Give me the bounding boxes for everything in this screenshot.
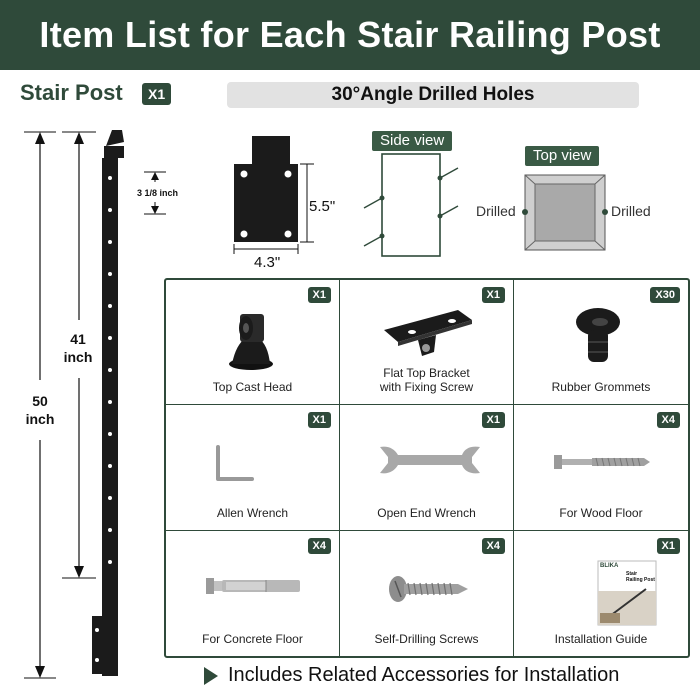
- top-view-diagram: [522, 174, 608, 251]
- side-view-tag: Side view: [372, 131, 453, 151]
- item-qty-badge: X1: [481, 412, 505, 429]
- top-view-tag: Top view: [525, 146, 600, 166]
- item-open-end-wrench: X1 Open End Wrench: [340, 405, 514, 531]
- guide-booklet-icon: [597, 560, 657, 626]
- item-qty-badge: X1: [481, 287, 505, 303]
- item-label: Rubber Grommets: [551, 380, 651, 395]
- item-qty-badge: X4: [656, 412, 680, 429]
- side-view-diagram: [363, 153, 459, 257]
- item-wood-floor-screws: X4 For Wood Floor: [514, 405, 688, 531]
- play-arrow-icon: [204, 666, 218, 685]
- item-qty-badge: X4: [307, 537, 331, 554]
- page-title: Item List for Each Stair Railing Post: [39, 14, 661, 55]
- stair-post-qty-badge: X1: [142, 83, 172, 105]
- footer-note: Includes Related Accessories for Install…: [204, 664, 619, 687]
- cast-head-icon: [229, 314, 273, 370]
- top-view-drilled-right: Drilled: [611, 203, 651, 219]
- item-qty-badge: X4: [481, 537, 505, 554]
- item-top-cast-head: X1 Top Cast Head: [166, 280, 340, 406]
- item-label: Allen Wrench: [216, 505, 289, 520]
- item-installation-guide: X1 BLIKA Stair Railing Post Installation…: [514, 531, 688, 656]
- guide-brand: BLIKA: [600, 562, 619, 569]
- item-qty-badge: X1: [656, 537, 680, 554]
- hole-span-dimension: 41 inch: [54, 330, 102, 366]
- item-flat-top-bracket: X1 Flat Top Bracket with Fixing Screw: [340, 280, 514, 406]
- item-label: Top Cast Head: [212, 380, 293, 395]
- plate-height-dimension: 5.5": [309, 198, 336, 215]
- plate-width-dimension: 4.3": [252, 254, 283, 271]
- stair-post-diagram: [24, 130, 166, 679]
- item-self-drilling-screws: X4 Self-Drilling Screws: [340, 530, 514, 656]
- anchor-bolt-icon: [206, 577, 300, 594]
- item-label: Self-Drilling Screws: [374, 632, 479, 646]
- item-label: Installation Guide: [554, 632, 648, 646]
- bracket-icon: [384, 310, 472, 356]
- hole-spacing-dimension: 3 1/8 inch: [137, 188, 179, 198]
- self-drilling-screw-icon: [389, 575, 468, 602]
- item-label: Open End Wrench: [377, 505, 476, 520]
- footer-text: Includes Related Accessories for Install…: [228, 664, 620, 686]
- grommet-icon: [576, 308, 620, 362]
- drilled-holes-heading: 30°Angle Drilled Holes: [227, 82, 639, 108]
- base-plate-diagram: [233, 136, 314, 254]
- title-banner: Item List for Each Stair Railing Post: [0, 0, 700, 70]
- item-qty-badge: X30: [650, 287, 680, 303]
- open-wrench-icon: [380, 446, 480, 474]
- item-rubber-grommets: X30 Rubber Grommets: [514, 280, 688, 406]
- item-concrete-floor-anchors: X4 For Concrete Floor: [166, 530, 340, 656]
- guide-title: Stair Railing Post: [626, 570, 655, 583]
- allen-wrench-icon: [216, 445, 254, 482]
- total-height-dimension: 50 inch: [16, 392, 64, 428]
- lag-screw-icon: [554, 455, 650, 470]
- accessory-grid: X1 Top Cast Head X1 Flat Top Bracket wit…: [164, 278, 690, 658]
- item-qty-badge: X1: [307, 412, 331, 429]
- item-allen-wrench: X1 Allen Wrench: [166, 405, 340, 531]
- stair-post-label: Stair Post: [20, 80, 123, 105]
- item-label: For Concrete Floor: [202, 632, 303, 646]
- item-label: For Wood Floor: [559, 505, 643, 520]
- item-qty-badge: X1: [307, 287, 331, 303]
- top-view-drilled-left: Drilled: [476, 203, 516, 219]
- item-label: Flat Top Bracket with Fixing Screw: [379, 366, 474, 395]
